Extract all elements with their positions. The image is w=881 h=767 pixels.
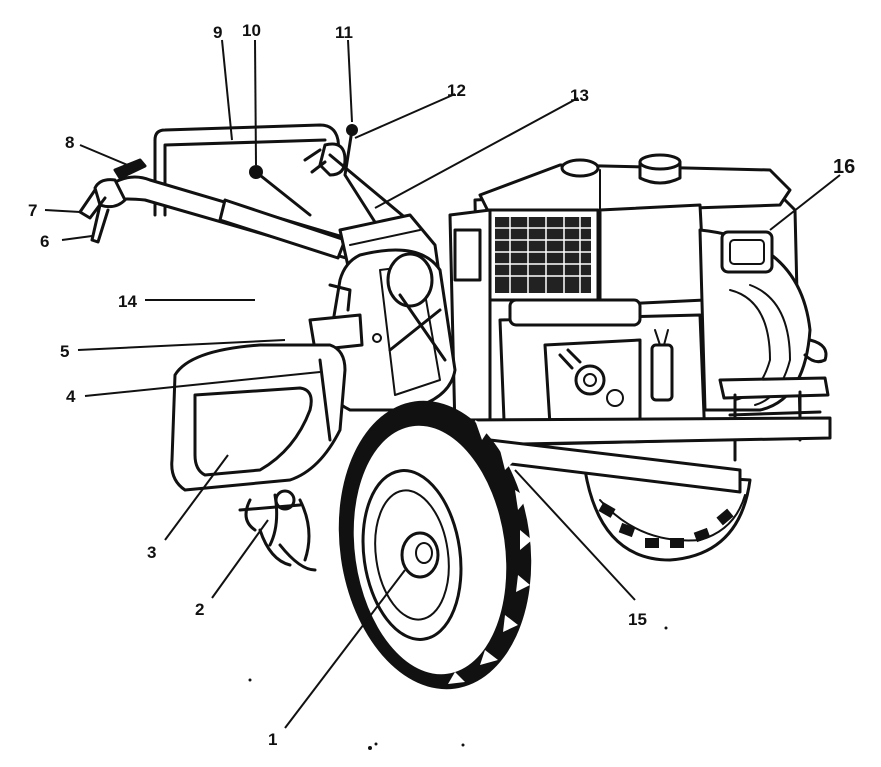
- callout-15: 15: [628, 610, 647, 629]
- transmission-case: [308, 248, 457, 412]
- callout-11: 11: [335, 23, 353, 42]
- leader-lines: [44, 39, 841, 729]
- callout-9: 9: [213, 23, 222, 42]
- callout-7: 7: [28, 201, 37, 220]
- callout-14: 14: [118, 292, 137, 311]
- tiller-blades: [238, 489, 317, 572]
- leader-13: [374, 97, 579, 209]
- leader-12: [354, 93, 456, 139]
- engine: [448, 153, 830, 462]
- leader-4: [84, 371, 321, 397]
- callout-2: 2: [195, 600, 204, 619]
- leader-2: [211, 519, 269, 599]
- callout-numbers: 1 2 3 4 5 6 7 8 9 10 11 12 13 14 15 16: [28, 21, 855, 749]
- callout-6: 6: [40, 232, 49, 251]
- front-wheel: [338, 400, 532, 690]
- leader-7: [44, 209, 81, 213]
- callout-3: 3: [147, 543, 156, 562]
- leader-6: [61, 235, 93, 241]
- scan-specks: [248, 626, 668, 750]
- leader-10: [254, 39, 257, 166]
- leader-11: [347, 39, 353, 123]
- callout-5: 5: [60, 342, 69, 361]
- tiller-hood: [170, 343, 347, 492]
- callout-13: 13: [570, 86, 589, 105]
- leader-8: [79, 144, 131, 167]
- callout-12: 12: [447, 81, 466, 100]
- callout-4: 4: [66, 387, 76, 406]
- rear-wheel: [583, 468, 752, 562]
- leader-9: [221, 39, 233, 141]
- leader-5: [77, 339, 286, 351]
- leader-15: [514, 469, 636, 601]
- callout-10: 10: [242, 21, 261, 40]
- callout-16: 16: [833, 156, 855, 178]
- radiator-grille: [495, 217, 591, 293]
- callout-1: 1: [268, 730, 277, 749]
- leader-3: [164, 454, 229, 541]
- leader-1: [284, 569, 406, 729]
- callout-8: 8: [65, 133, 74, 152]
- chassis-frame: [463, 416, 832, 494]
- leader-16: [769, 174, 841, 231]
